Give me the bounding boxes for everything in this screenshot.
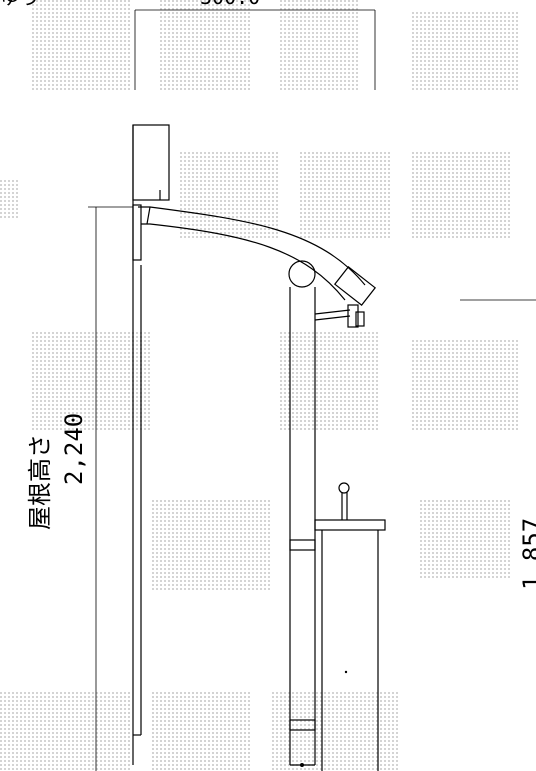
watermark-block (280, 0, 360, 90)
watermark-block (280, 330, 380, 430)
watermark-block (160, 0, 250, 90)
watermark-block (410, 10, 520, 90)
watermark-block (0, 690, 130, 771)
hanging-bracket (314, 304, 365, 328)
watermark-block (180, 150, 280, 240)
watermark-block (30, 330, 150, 430)
watermark-pattern (0, 0, 520, 771)
watermark-block (410, 150, 510, 240)
watermark-block (0, 180, 20, 220)
roof-height-value: 2,240 (60, 413, 88, 485)
watermark-block (30, 0, 130, 90)
watermark-block (420, 500, 510, 580)
cabinet-unit (314, 482, 386, 771)
top-cut-dimension: 300.0 (200, 0, 260, 9)
watermark-block (410, 340, 520, 430)
wall-structure (132, 124, 170, 765)
watermark-block (150, 500, 270, 590)
roof-canopy-arm (138, 206, 377, 306)
pivot-joint (288, 260, 316, 288)
top-cut-label: ゆう (0, 0, 40, 9)
top-dimension: ゆう 300.0 (0, 0, 376, 90)
roof-height-dimension (88, 206, 133, 771)
watermark-block (150, 690, 250, 771)
watermark-block (300, 150, 390, 240)
roof-height-label: 屋根高さ (26, 434, 54, 530)
right-dimension-value: 1,857 (518, 518, 536, 590)
